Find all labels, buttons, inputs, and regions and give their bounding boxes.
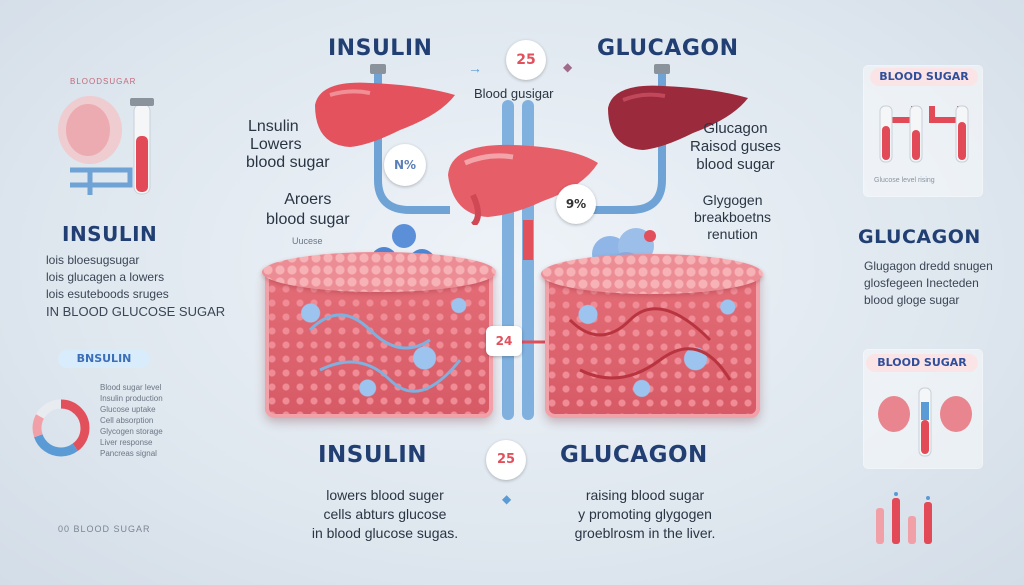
test-tube-icon (909, 105, 923, 163)
diamond-icon: ◆ (563, 60, 573, 74)
glucagon-desc-line-1: Glucagon (703, 120, 768, 137)
right-blood-sugar-pill-2: BLOOD SUGAR (866, 354, 978, 372)
test-tube-icon (918, 387, 932, 457)
left-tissue-block (265, 268, 493, 418)
left-insulin-title: INSULIN (62, 222, 158, 246)
bottom-insulin-title: INSULIN (318, 442, 428, 468)
top-center-label: Blood gusigar (474, 86, 554, 101)
insulin-small-label: Uucese (292, 236, 323, 246)
glucagon-desc2-line-1: Glygogen (702, 192, 763, 208)
insulin-desc-line-1: Lnsulin (248, 118, 299, 135)
insulin-desc-line-2: Lowers (250, 136, 302, 153)
left-line-4: IN BLOOD GLUCOSE SUGAR (46, 304, 226, 319)
liver-icon (315, 82, 455, 147)
glucagon-desc-line-2: Raisod guses (690, 138, 781, 155)
left-list-item-6: Liver response (100, 438, 153, 447)
left-list-item-7: Pancreas signal (100, 449, 157, 458)
bottom-insulin-description: lowers blood suger cells abturs glucose … (290, 486, 480, 543)
glucagon-desc-line-3: blood sugar (696, 156, 775, 173)
left-tissue-top (262, 252, 496, 292)
glucagon-description: Glucagon Raisod guses blood sugar (690, 120, 781, 174)
right-organs-illustration (878, 387, 972, 457)
test-tube-icon (955, 105, 969, 163)
left-description: lois bloesugsugar lois glucagen a lowers… (46, 252, 225, 320)
pancreas-icon (58, 96, 122, 164)
middle-badge: 24 (486, 326, 522, 356)
left-organ-illustration (58, 96, 154, 195)
vein-network (308, 307, 732, 393)
right-glucagon-title: GLUCAGON (858, 226, 981, 248)
bottom-insulin-line-1: lowers blood suger (326, 487, 444, 503)
right-tissue-top (541, 254, 763, 294)
pancreas-icon (878, 396, 910, 432)
left-line-2: lois glucagen a lowers (46, 270, 165, 284)
left-footer: 00 BLOOD SUGAR (58, 524, 151, 534)
glucagon-desc2-line-3: renution (707, 226, 758, 242)
bottom-insulin-line-3: in blood glucose sugas. (311, 525, 459, 541)
glucagon-percent-badge: 9% (556, 184, 596, 224)
right-blood-sugar-pill-1: BLOOD SUGAR (870, 68, 978, 86)
left-insulin-pill: BNSULIN (58, 350, 150, 368)
right-line-1: Glugagon dredd snugen (864, 259, 993, 273)
test-tube-icon (130, 98, 154, 195)
arrow-right-icon: → (468, 60, 482, 76)
insulin-percent-badge: N% (384, 144, 426, 186)
left-list-item-3: Glucose uptake (100, 405, 156, 414)
test-tube-icon (879, 105, 893, 163)
top-center-badge: 25 (506, 40, 546, 80)
left-list-item-1: Blood sugar level (100, 383, 162, 392)
right-tissue-block (545, 270, 760, 418)
diamond-icon: ◆ (502, 492, 512, 506)
right-tubes-illustration (879, 105, 969, 163)
center-glucagon-title: GLUCAGON (597, 36, 739, 61)
glucagon-description-2: Glygogen breakboetns renution (694, 192, 771, 243)
left-info-list: Blood sugar level Insulin production Glu… (100, 382, 163, 459)
donut-chart-icon (32, 399, 90, 457)
right-bars-icon (876, 492, 932, 544)
bottom-glucagon-line-1: raising blood sugar (585, 487, 705, 503)
insulin-description: Lnsulin Lowers blood sugar (246, 118, 330, 172)
liver-icon (448, 144, 598, 225)
bottom-glucagon-description: raising blood sugar y promoting glygogen… (535, 486, 755, 543)
glucagon-desc2-line-2: breakboetns (694, 209, 772, 225)
right-line-2: glosfegeen Inecteden (864, 276, 979, 290)
right-line-3: blood gloge sugar (864, 293, 960, 307)
insulin-description-2: Aroers blood sugar (266, 190, 350, 230)
left-line-3: lois esuteboods sruges (46, 287, 169, 301)
bottom-glucagon-line-2: y promoting glygogen (578, 506, 712, 522)
right-caption-1: Glucose level rising (874, 177, 935, 184)
insulin-desc2-line-1: Aroers (284, 191, 332, 208)
bottom-glucagon-title: GLUCAGON (560, 442, 708, 468)
left-list-item-2: Insulin production (100, 394, 163, 403)
bottom-insulin-line-2: cells abturs glucose (323, 506, 447, 522)
bottom-center-badge: 25 (486, 440, 526, 480)
left-list-item-5: Glycogen storage (100, 427, 163, 436)
liver-icon (608, 85, 748, 150)
insulin-desc2-line-2: blood sugar (266, 211, 350, 228)
center-insulin-title: INSULIN (328, 36, 433, 61)
right-description: Glugagon dredd snugen glosfegeen Inected… (864, 258, 993, 309)
insulin-desc-line-3: blood sugar (246, 154, 330, 171)
bottom-glucagon-line-3: groeblrosm in the liver. (574, 525, 716, 541)
left-line-1: lois bloesugsugar (46, 253, 140, 267)
left-list-item-4: Cell absorption (100, 416, 154, 425)
